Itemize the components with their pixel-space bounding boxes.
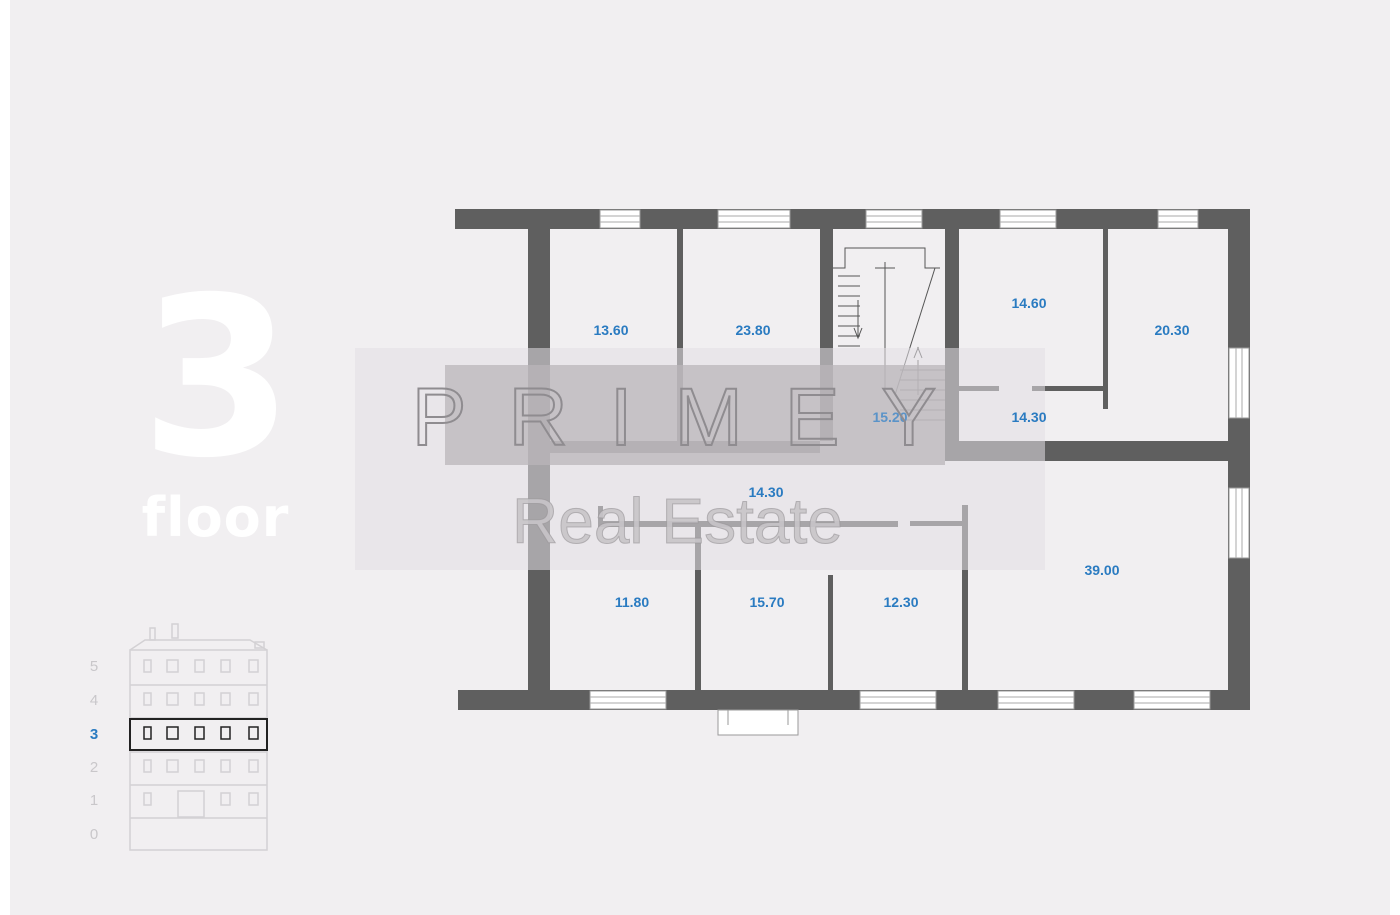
watermark-brand-box — [445, 365, 945, 465]
room-area-label: 23.80 — [735, 322, 770, 338]
watermark-brand: PRIMEY — [412, 372, 978, 463]
room-area-label: 39.00 — [1084, 562, 1119, 578]
level-label-5[interactable]: 5 — [89, 658, 99, 675]
watermark-subtitle: Real Estate — [512, 485, 844, 557]
windows — [589, 209, 1250, 710]
room-area-label: 15.20 — [872, 409, 907, 425]
level-label-2[interactable]: 2 — [89, 759, 99, 776]
building-selector-active-floor[interactable] — [129, 718, 268, 751]
room-area-label: 12.30 — [883, 594, 918, 610]
window-lines — [590, 215, 1243, 704]
room-area-label: 14.60 — [1011, 295, 1046, 311]
floor-word: floor — [141, 486, 290, 549]
left-frame-border — [0, 0, 10, 915]
room-area-label: 11.80 — [615, 594, 649, 610]
level-label-3-active[interactable]: 3 — [89, 726, 99, 743]
room-area-label: 20.30 — [1154, 322, 1189, 338]
right-frame-border — [1390, 0, 1400, 915]
room-area-label: 14.30 — [1011, 409, 1046, 425]
room-labels: 13.60 23.80 15.20 14.60 20.30 14.30 14.3… — [593, 295, 1189, 610]
room-area-label: 15.70 — [749, 594, 784, 610]
balcony — [717, 709, 799, 736]
level-label-4[interactable]: 4 — [89, 692, 99, 709]
level-label-0[interactable]: 0 — [89, 826, 99, 843]
floor-number: 3 — [140, 250, 294, 506]
room-area-label: 13.60 — [593, 322, 628, 338]
room-area-label: 14.30 — [748, 484, 783, 500]
level-label-1[interactable]: 1 — [89, 792, 99, 809]
